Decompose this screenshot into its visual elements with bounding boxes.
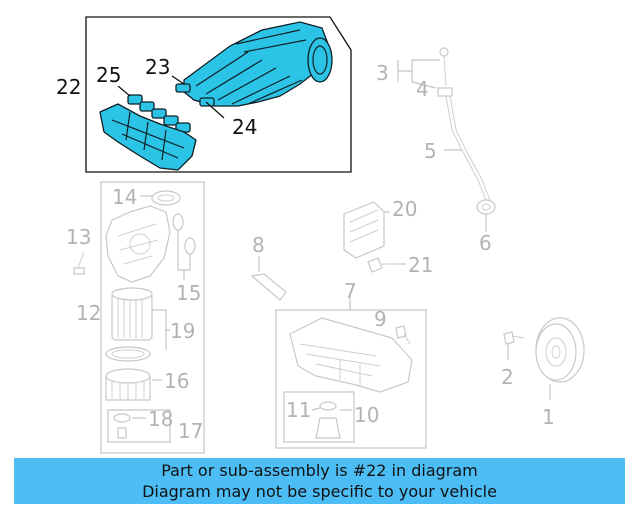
- seal-23[interactable]: [175, 83, 191, 93]
- callout-2[interactable]: 2: [501, 365, 514, 389]
- callout-1[interactable]: 1: [542, 405, 555, 429]
- callout-15[interactable]: 15: [176, 281, 201, 305]
- callout-7[interactable]: 7: [344, 279, 357, 303]
- upper-intake-manifold[interactable]: [183, 21, 333, 107]
- callout-9[interactable]: 9: [374, 307, 387, 331]
- callout-21[interactable]: 21: [408, 253, 433, 277]
- intake-manifold-group[interactable]: 22 25 23 24: [56, 16, 352, 173]
- callout-3[interactable]: 3: [376, 61, 389, 85]
- callout-5[interactable]: 5: [424, 139, 437, 163]
- callout-16[interactable]: 16: [164, 369, 189, 393]
- manifold-gaskets[interactable]: [127, 94, 191, 133]
- lower-intake-manifold[interactable]: [99, 103, 197, 171]
- bolt-13[interactable]: 13: [66, 225, 91, 275]
- callout-12[interactable]: 12: [76, 301, 101, 325]
- callout-19[interactable]: 19: [170, 319, 195, 343]
- seal-24[interactable]: [199, 97, 215, 107]
- dipstick-group[interactable]: 3 4 5 6: [376, 47, 496, 255]
- callout-18[interactable]: 18: [148, 407, 173, 431]
- crankshaft-pulley-1[interactable]: 1: [535, 317, 585, 429]
- callout-6[interactable]: 6: [479, 231, 492, 255]
- bolt-21[interactable]: 21: [367, 253, 433, 277]
- oil-filter-box: [100, 181, 205, 454]
- callout-10[interactable]: 10: [354, 403, 379, 427]
- callout-17[interactable]: 17: [178, 419, 203, 443]
- callout-11[interactable]: 11: [286, 398, 311, 422]
- banner-part-line: Part or sub-assembly is #22 in diagram: [161, 461, 478, 480]
- banner-disclaimer-line: Diagram may not be specific to your vehi…: [142, 482, 497, 501]
- oil-cooler-20[interactable]: 20: [343, 197, 417, 259]
- callout-25[interactable]: 25: [96, 63, 121, 87]
- part-info-banner: Part or sub-assembly is #22 in diagram D…: [14, 458, 625, 504]
- bolt-2[interactable]: 2: [501, 331, 525, 389]
- callout-20[interactable]: 20: [392, 197, 417, 221]
- oil-pan-group[interactable]: 7 9 11 10: [275, 279, 427, 449]
- callout-22[interactable]: 22: [56, 75, 81, 99]
- oil-pan-box: [275, 309, 427, 449]
- callout-23[interactable]: 23: [145, 55, 170, 79]
- callout-14[interactable]: 14: [112, 185, 137, 209]
- bolt-8[interactable]: 8: [250, 233, 287, 301]
- callout-8[interactable]: 8: [252, 233, 265, 257]
- callout-24[interactable]: 24: [232, 115, 257, 139]
- oil-filter-group[interactable]: 14 15 12 19 16 18 17: [76, 181, 205, 454]
- callout-13[interactable]: 13: [66, 225, 91, 249]
- callout-4[interactable]: 4: [416, 77, 429, 101]
